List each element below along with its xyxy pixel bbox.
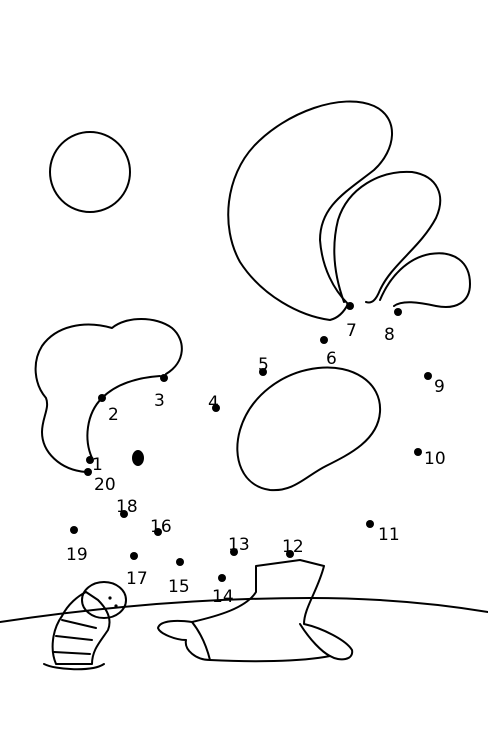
ink-blob (132, 450, 144, 466)
dot-18 (120, 510, 128, 518)
dot-5 (259, 368, 267, 376)
dot-label-16: 16 (150, 517, 172, 537)
worm-body-outline (51, 591, 111, 665)
dot-label-1: 1 (92, 455, 103, 475)
dot-label-20: 20 (94, 475, 116, 495)
dot-label-10: 10 (424, 449, 446, 469)
right-petal-outline (379, 252, 471, 308)
dot-label-5: 5 (258, 355, 269, 375)
trunk-outline (157, 559, 354, 663)
sun-outline (49, 131, 131, 213)
dot-label-4: 4 (208, 393, 219, 413)
dot-label-14: 14 (212, 587, 234, 607)
worm-hole-outline (43, 663, 105, 671)
dot-label-8: 8 (384, 325, 395, 345)
trunk-root-line-2 (299, 623, 331, 657)
dot-label-12: 12 (282, 537, 304, 557)
worm-head-outline (81, 581, 127, 619)
worm-segment (53, 651, 91, 655)
dot-7 (346, 302, 354, 310)
dot-label-18: 18 (116, 497, 138, 517)
dot-10 (414, 448, 422, 456)
dot-16 (154, 528, 162, 536)
trunk-root-line (191, 621, 211, 661)
dot-label-7: 7 (346, 321, 357, 341)
dot-label-3: 3 (154, 391, 165, 411)
dot-19 (70, 526, 78, 534)
dot-4 (212, 404, 220, 412)
dot-label-6: 6 (326, 349, 337, 369)
worm-segment (55, 635, 93, 641)
dot-14 (218, 574, 226, 582)
dot-label-15: 15 (168, 577, 190, 597)
worm-eye (108, 596, 112, 600)
dot-9 (424, 372, 432, 380)
dot-1 (86, 456, 94, 464)
dot-label-2: 2 (108, 405, 119, 425)
dot-12 (286, 550, 294, 558)
top-cloud-outline (227, 100, 393, 321)
dot-13 (230, 548, 238, 556)
dot-label-13: 13 (228, 535, 250, 555)
dot-2 (98, 394, 106, 402)
dot-20 (84, 468, 92, 476)
middle-petal-outline (333, 170, 441, 304)
worm-eye (114, 604, 118, 608)
left-cloud-outline (34, 318, 183, 473)
dot-6 (320, 336, 328, 344)
center-cloud-outline (236, 366, 382, 492)
dot-17 (130, 552, 138, 560)
left-cloud-lower-arc (86, 397, 103, 459)
dot-label-19: 19 (66, 545, 88, 565)
left-cloud-inner-arc (101, 375, 161, 399)
dot-3 (160, 374, 168, 382)
ground-line (0, 597, 488, 623)
dot-8 (394, 308, 402, 316)
worm-segment (61, 619, 97, 629)
dot-11 (366, 520, 374, 528)
dot-label-9: 9 (434, 377, 445, 397)
dot-label-11: 11 (378, 525, 400, 545)
dot-label-17: 17 (126, 569, 148, 589)
dot-15 (176, 558, 184, 566)
